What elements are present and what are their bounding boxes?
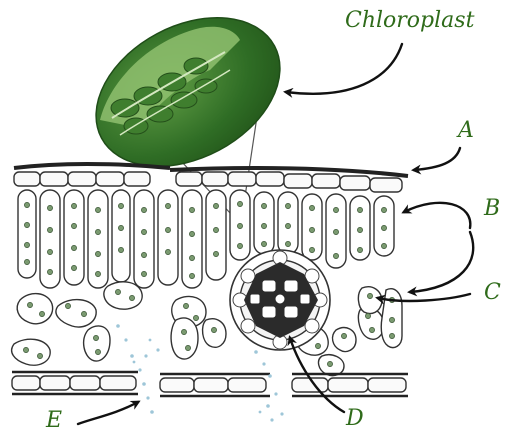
label-e: E — [46, 410, 62, 432]
label-a: A — [458, 120, 474, 142]
label-chloroplast: Chloroplast — [345, 10, 474, 32]
arrow-e — [78, 402, 138, 424]
arrow-a — [414, 148, 460, 170]
label-d: D — [346, 408, 364, 430]
label-b: B — [484, 198, 500, 220]
arrow-chloroplast — [286, 44, 402, 94]
vascular-bundle — [230, 250, 330, 350]
upper-epidermis — [14, 164, 408, 192]
lower-epidermis — [12, 372, 408, 396]
label-c: C — [484, 282, 501, 304]
arrow-b-lower — [410, 232, 473, 292]
arrow-b-upper — [404, 203, 470, 228]
spongy-mesophyll — [12, 282, 402, 376]
